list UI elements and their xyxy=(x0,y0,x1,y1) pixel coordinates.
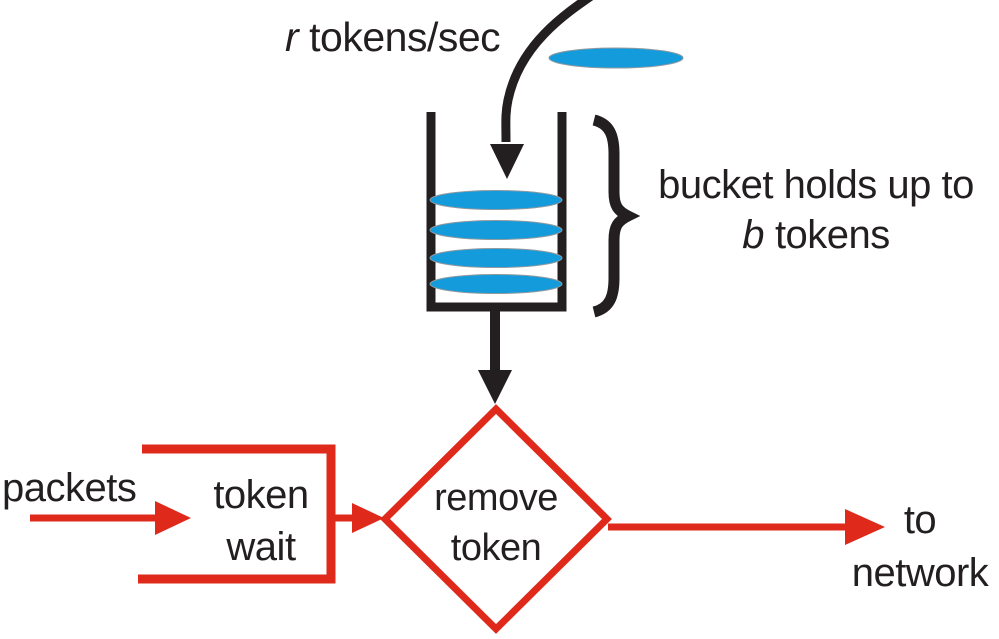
packets-arrow-head xyxy=(155,501,191,535)
packets-arrow xyxy=(30,501,191,535)
rate-units: tokens/sec xyxy=(309,14,501,60)
incoming-token-arrow xyxy=(490,0,594,179)
queue-label: token wait xyxy=(161,469,361,573)
bucket-capacity-variable: b xyxy=(742,213,764,257)
queue-label-line2: wait xyxy=(226,525,296,569)
bucket-token xyxy=(429,274,563,294)
queue-label-line1: token xyxy=(213,473,309,517)
queue-arrow-head xyxy=(352,503,384,533)
bucket-to-diamond-arrow xyxy=(478,307,512,404)
queue-to-diamond-arrow xyxy=(333,503,384,533)
decision-diamond xyxy=(380,404,612,634)
queue-shape xyxy=(138,444,336,584)
bucket-capacity-brace xyxy=(592,114,641,318)
output-arrow xyxy=(608,509,885,545)
bucket-token xyxy=(429,220,563,240)
output-label-line1: to xyxy=(903,498,937,542)
bucket-token xyxy=(429,190,563,210)
decision-label-line1: remove xyxy=(434,477,558,519)
incoming-arrow-curve xyxy=(501,0,594,143)
decision-label-line2: token xyxy=(450,527,542,569)
output-arrow-head xyxy=(845,509,885,545)
incoming-token xyxy=(548,47,684,69)
output-label-line2: network xyxy=(851,551,989,595)
incoming-arrow-head xyxy=(490,144,524,179)
bucket-arrow-head xyxy=(478,370,512,404)
bucket-note-units: tokens xyxy=(774,213,890,257)
bucket-tokens xyxy=(429,190,563,294)
packets-label: packets xyxy=(2,466,137,510)
rate-variable: r xyxy=(285,14,299,60)
bucket-note-line1: bucket holds up to xyxy=(658,163,974,207)
decision-label: remove token xyxy=(396,473,596,573)
bucket-token xyxy=(429,248,563,268)
output-label: to network xyxy=(830,494,999,600)
